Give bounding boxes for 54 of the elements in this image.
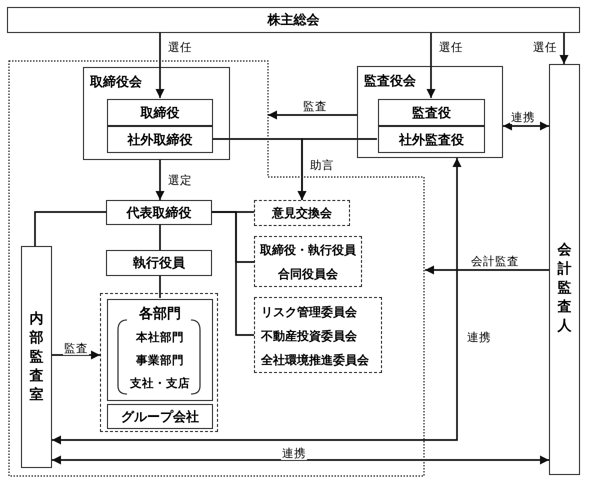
connector-line xyxy=(34,211,106,246)
edge-label: 連携 xyxy=(281,446,307,460)
group-title: 取締役会 xyxy=(90,74,142,91)
org-box: 社外取締役 xyxy=(107,126,213,153)
edge-label: 監査 xyxy=(63,341,89,355)
edge-label: 連携 xyxy=(510,110,536,124)
dashed-box xyxy=(254,297,382,373)
edge-label: 選任 xyxy=(438,40,464,54)
edge-label: 連携 xyxy=(466,330,492,344)
department-name: 支社・支店 xyxy=(129,376,191,391)
org-box: 取締役 xyxy=(107,99,213,126)
department-name: 事業部門 xyxy=(135,353,185,368)
edge-label: 助言 xyxy=(309,158,335,172)
dashed-box: 意見交換会 xyxy=(254,200,350,226)
group-title: 各部門 xyxy=(138,305,182,323)
edge-label: 会計監査 xyxy=(470,254,520,268)
connector-line xyxy=(159,225,161,250)
arrow xyxy=(503,122,549,130)
vertical-label: 会計監査人 xyxy=(557,241,572,336)
committee-name: 全社環境推進委員会 xyxy=(261,352,369,369)
dashed-group-box xyxy=(100,293,218,432)
edge-label: 選任 xyxy=(167,40,193,54)
department-name: 本社部門 xyxy=(134,330,185,345)
org-box: 執行役員 xyxy=(106,250,212,276)
arrow xyxy=(560,33,568,64)
org-box: 社外監査役 xyxy=(378,126,485,153)
department-box xyxy=(107,299,213,401)
committee-name: リスク管理委員会 xyxy=(261,304,357,321)
org-box: グループ会社 xyxy=(107,404,213,429)
vertical-box xyxy=(549,64,580,475)
arrow xyxy=(156,33,164,98)
arrow xyxy=(426,33,436,98)
vertical-label: 内部監査室 xyxy=(29,310,44,404)
vertical-box xyxy=(21,246,52,468)
arrow xyxy=(52,350,100,360)
edge-label: 監査 xyxy=(302,99,328,113)
arrow xyxy=(156,160,164,200)
arrow xyxy=(425,266,549,274)
connector-line xyxy=(159,276,161,298)
committee-name: 不動産投資委員会 xyxy=(261,328,357,345)
group-title: 監査役会 xyxy=(364,73,416,90)
arrow xyxy=(298,138,377,200)
org-box: 監査役 xyxy=(378,99,485,126)
dashed-box: 取締役・執行役員合同役員会 xyxy=(254,236,362,287)
arrow xyxy=(52,456,549,464)
org-box: 株主総会 xyxy=(7,7,580,33)
edge-label: 選定 xyxy=(167,173,193,187)
group-box xyxy=(357,66,503,158)
arrow xyxy=(52,158,462,444)
edge-label: 選任 xyxy=(532,40,558,54)
org-box: 代表取締役 xyxy=(106,200,212,225)
arrow xyxy=(268,110,357,120)
group-box xyxy=(83,67,230,160)
connector-line xyxy=(212,211,254,336)
